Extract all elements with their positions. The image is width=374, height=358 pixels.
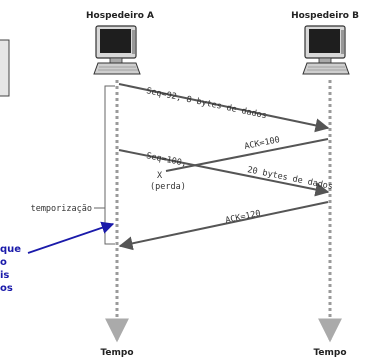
host-b-label: Hospedeiro B: [291, 11, 359, 21]
callout-line-4: os: [0, 283, 13, 294]
host-a-label: Hospedeiro A: [86, 11, 154, 21]
callout-line-2: o: [0, 257, 7, 268]
partial-panel: [0, 39, 10, 97]
segment-seq100-label-1: Seq=100,: [145, 151, 187, 169]
time-label-b: Tempo: [313, 348, 346, 358]
computer-icon: [93, 25, 141, 75]
segment-seq92-arrow: [118, 83, 330, 133]
loss-mark: X: [157, 171, 163, 181]
ack120-arrow: [118, 201, 329, 251]
time-label-a: Tempo: [100, 348, 133, 358]
loss-label: (perda): [150, 182, 186, 192]
callout-line-3: is: [0, 270, 9, 281]
segment-seq100-arrow: [118, 149, 330, 197]
timeout-label: temporização: [31, 204, 92, 214]
callout-arrow: [27, 221, 115, 254]
computer-icon: [302, 25, 350, 75]
timeout-bracket: [104, 85, 115, 245]
segment-seq92-label: Seq=92, 8 bytes de dados: [145, 86, 267, 121]
ack120-label: ACK=120: [225, 209, 262, 226]
callout-line-1: que: [0, 244, 21, 255]
